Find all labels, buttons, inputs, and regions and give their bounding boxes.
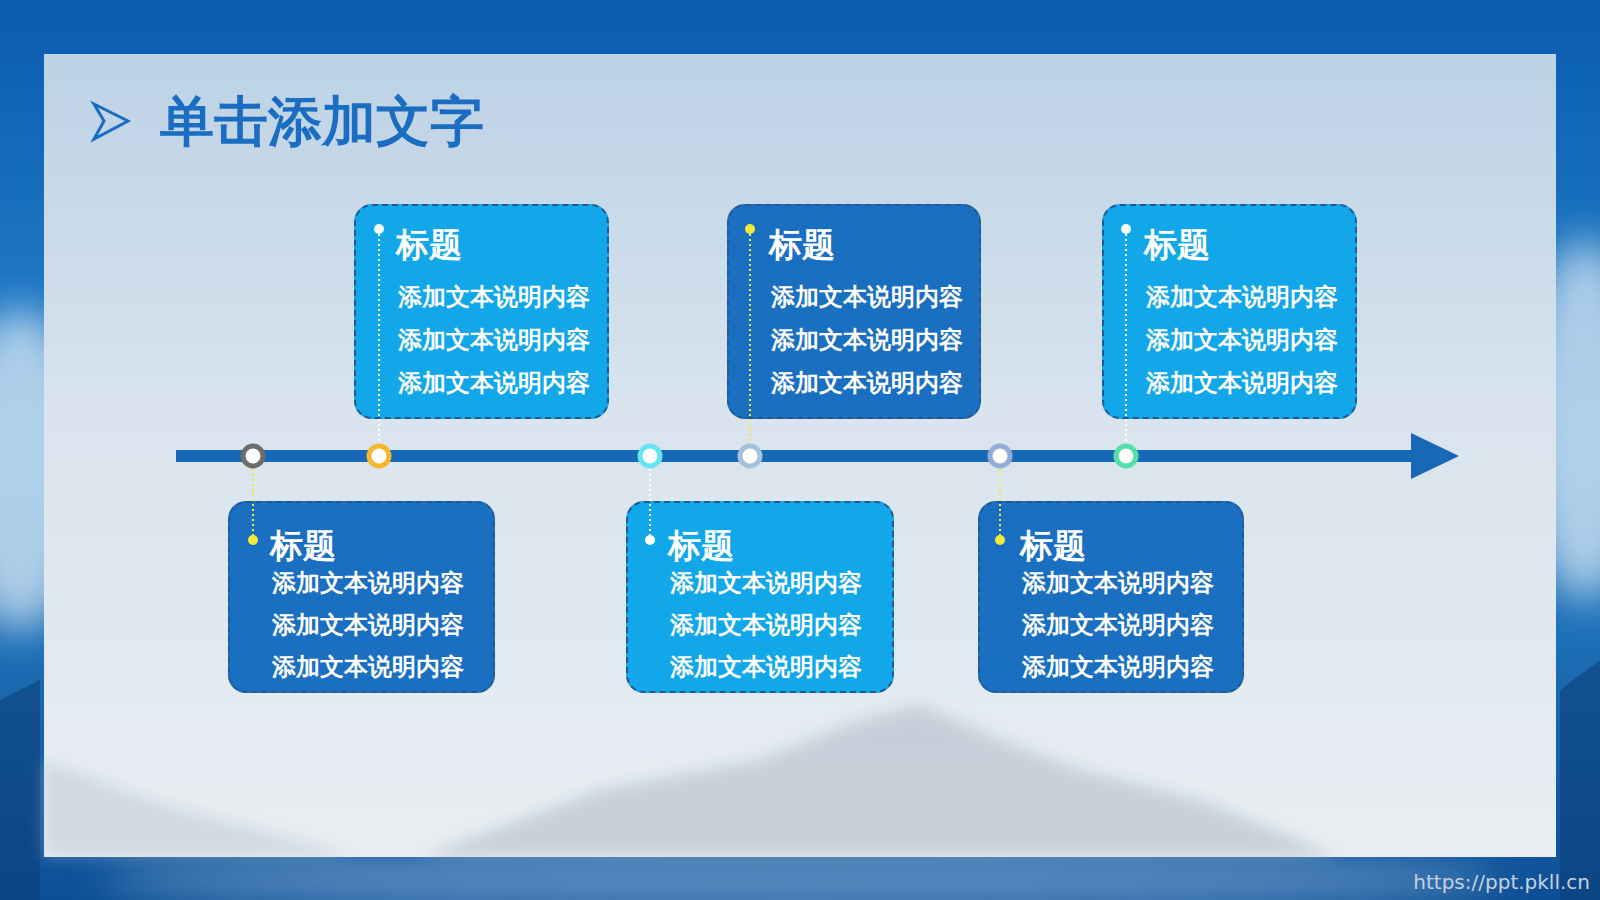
box-text: 添加文本说明内容 — [398, 362, 590, 405]
timeline-box: 标题添加文本说明内容添加文本说明内容添加文本说明内容 — [978, 501, 1244, 693]
leader-dot — [745, 224, 755, 234]
box-text: 添加文本说明内容 — [272, 562, 464, 604]
mountain-silhouette — [420, 705, 1340, 857]
content-panel — [44, 54, 1556, 857]
timeline-box: 标题添加文本说明内容添加文本说明内容添加文本说明内容 — [626, 501, 894, 693]
box-text: 添加文本说明内容 — [670, 562, 862, 604]
leader-line — [999, 469, 1001, 540]
box-text: 添加文本说明内容 — [1146, 362, 1338, 405]
timeline-box: 标题添加文本说明内容添加文本说明内容添加文本说明内容 — [354, 204, 609, 419]
box-text: 添加文本说明内容 — [670, 646, 862, 688]
leader-line — [649, 469, 651, 540]
mountain-edge — [1560, 660, 1600, 900]
box-title: 标题 — [769, 225, 835, 265]
box-text: 添加文本说明内容 — [1022, 562, 1214, 604]
box-text: 添加文本说明内容 — [398, 319, 590, 362]
timeline-box: 标题添加文本说明内容添加文本说明内容添加文本说明内容 — [727, 204, 981, 419]
box-text: 添加文本说明内容 — [398, 276, 590, 319]
box-text: 添加文本说明内容 — [272, 604, 464, 646]
box-title: 标题 — [1144, 225, 1210, 265]
leader-line — [252, 469, 254, 540]
leader-dot — [1121, 224, 1131, 234]
cloud — [100, 850, 1500, 900]
leader-dot — [374, 224, 384, 234]
box-text: 添加文本说明内容 — [771, 362, 963, 405]
leader-line — [378, 229, 380, 443]
leader-dot — [248, 535, 258, 545]
timeline-bar — [176, 450, 1416, 462]
box-title: 标题 — [1020, 526, 1086, 566]
label-holder: https://ppt.pkll.cn — [1413, 870, 1590, 894]
title-arrow-icon — [94, 104, 128, 139]
mountain-silhouette — [44, 760, 360, 857]
leader-line — [1125, 229, 1127, 443]
timeline-arrowhead — [1411, 433, 1459, 479]
mountain-edge — [0, 680, 40, 900]
timeline-marker — [369, 446, 389, 466]
timeline-marker — [243, 446, 263, 466]
timeline-box: 标题添加文本说明内容添加文本说明内容添加文本说明内容 — [228, 501, 495, 693]
timeline-box: 标题添加文本说明内容添加文本说明内容添加文本说明内容 — [1102, 204, 1357, 419]
box-text: 添加文本说明内容 — [771, 319, 963, 362]
watermark: https://ppt.pkll.cn — [1413, 870, 1590, 894]
box-text: 添加文本说明内容 — [1146, 276, 1338, 319]
timeline-marker — [640, 446, 660, 466]
box-text: 添加文本说明内容 — [1146, 319, 1338, 362]
box-title: 标题 — [668, 526, 734, 566]
timeline-marker — [1116, 446, 1136, 466]
box-text: 添加文本说明内容 — [1022, 646, 1214, 688]
title-holder: 单击添加文字 — [160, 92, 484, 152]
box-text: 添加文本说明内容 — [771, 276, 963, 319]
box-text: 添加文本说明内容 — [670, 604, 862, 646]
box-text: 添加文本说明内容 — [272, 646, 464, 688]
timeline-marker — [990, 446, 1010, 466]
slide-title: 单击添加文字 — [160, 92, 484, 152]
box-title: 标题 — [270, 526, 336, 566]
box-title: 标题 — [396, 225, 462, 265]
leader-dot — [645, 535, 655, 545]
leader-line — [749, 229, 751, 443]
timeline-marker — [740, 446, 760, 466]
box-text: 添加文本说明内容 — [1022, 604, 1214, 646]
leader-dot — [995, 535, 1005, 545]
